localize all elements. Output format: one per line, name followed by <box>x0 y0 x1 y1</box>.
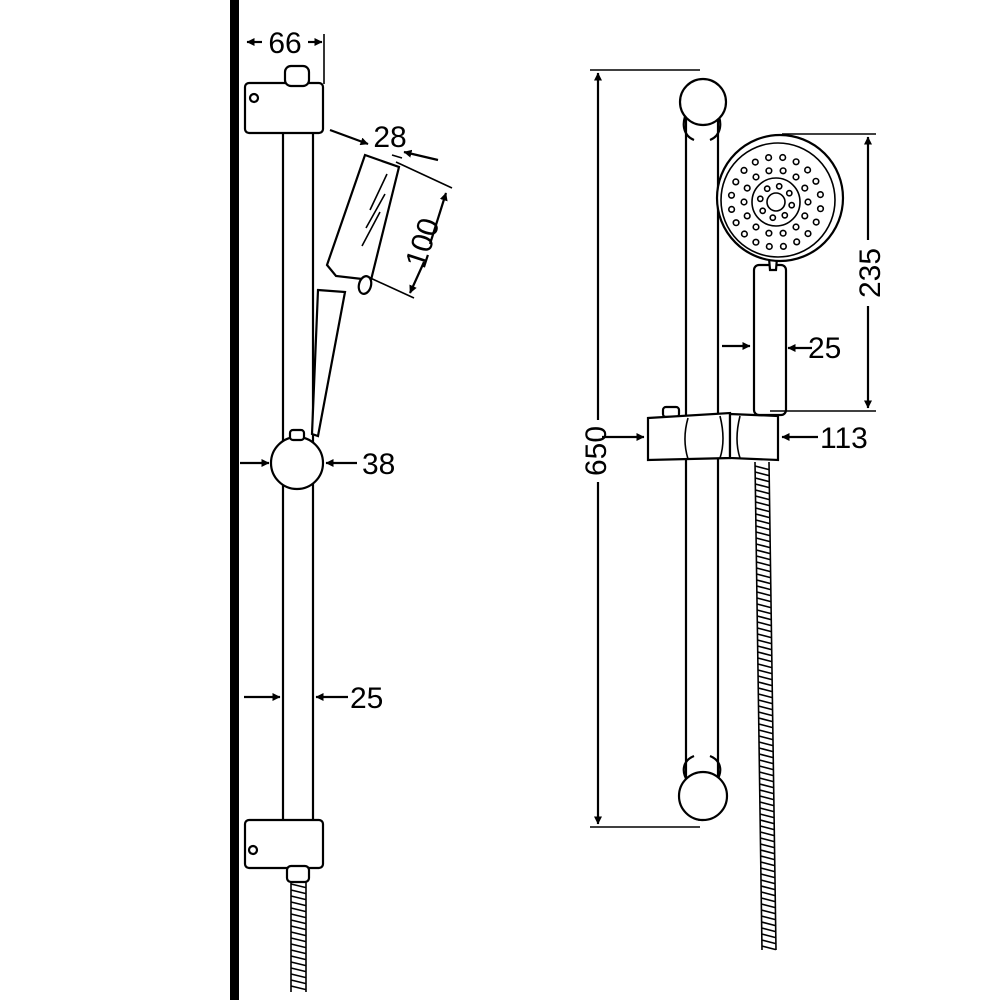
wall-line <box>230 0 239 1000</box>
nozzle-dot <box>740 230 749 238</box>
nozzle-dot <box>788 201 796 209</box>
label-handle-diameter: 25 <box>808 332 841 365</box>
nozzle-dot <box>765 167 773 175</box>
label-handset-head-length: 100 <box>400 214 447 272</box>
label-bracket-depth: 66 <box>268 27 301 60</box>
front-shower-head <box>715 133 845 263</box>
nozzle-dot <box>804 230 812 238</box>
nozzle-dot <box>781 211 789 219</box>
nozzle-dot <box>816 205 825 213</box>
front-slider <box>646 405 780 462</box>
front-bottom-cap <box>677 754 729 822</box>
nozzle-dot <box>779 242 788 250</box>
nozzle-dot <box>732 178 740 186</box>
nozzle-dot <box>779 167 787 175</box>
label-rail-length: 650 <box>580 426 613 476</box>
nozzle-dot <box>793 238 801 246</box>
front-handle <box>752 244 788 417</box>
nozzle-dot <box>751 158 759 166</box>
nozzle-pattern <box>727 153 825 251</box>
side-handset <box>310 153 401 438</box>
front-view: 650 235 25 113 <box>580 69 887 951</box>
nozzle-dot <box>801 184 809 192</box>
nozzle-dot <box>743 184 751 192</box>
side-slider <box>269 428 325 491</box>
nozzle-dot <box>740 198 748 206</box>
nozzle-dot <box>765 229 773 237</box>
nozzle-dot <box>759 207 767 215</box>
side-top-bracket <box>243 64 325 135</box>
nozzle-dot <box>801 212 809 220</box>
nozzle-dot <box>803 166 812 174</box>
nozzle-dot <box>816 191 825 199</box>
nozzle-dot <box>812 218 820 226</box>
nozzle-dot <box>812 177 820 185</box>
nozzle-dot <box>804 198 812 206</box>
nozzle-dot <box>752 238 760 246</box>
dim-slider-projection: 113 <box>602 422 868 455</box>
nozzle-dot <box>764 154 773 162</box>
label-rail-diameter: 25 <box>350 682 383 715</box>
nozzle-dot <box>785 189 793 197</box>
front-hose <box>754 461 777 951</box>
nozzle-dot <box>775 182 783 190</box>
dim-bracket-depth: 66 <box>246 27 325 84</box>
nozzle-dot <box>769 214 777 222</box>
dim-handle-diameter: 25 <box>722 332 841 365</box>
dim-handset-length: 235 <box>770 133 887 412</box>
nozzle-dot <box>740 166 748 174</box>
nozzle-dot <box>792 223 800 231</box>
nozzle-dot <box>792 173 800 181</box>
dim-rail-diameter: 25 <box>244 682 383 715</box>
label-handset-length: 235 <box>854 248 887 298</box>
nozzle-dot <box>727 191 736 199</box>
nozzle-dot <box>756 195 764 203</box>
side-bottom-bracket <box>243 818 325 884</box>
dim-rail-length: 650 <box>580 69 700 828</box>
nozzle-dot <box>752 223 760 231</box>
nozzle-dot <box>763 185 771 193</box>
label-slider-diameter: 38 <box>362 448 395 481</box>
dim-handset-thickness: 28 <box>329 121 439 162</box>
nozzle-dot <box>779 153 787 162</box>
nozzle-dot <box>792 158 800 166</box>
nozzle-dot <box>779 229 787 237</box>
nozzle-dot <box>743 212 751 220</box>
dim-slider-diameter: 38 <box>240 448 395 481</box>
label-handset-thickness: 28 <box>373 121 406 154</box>
front-top-cap <box>678 77 728 142</box>
nozzle-dot <box>765 242 773 251</box>
nozzle-dot <box>752 173 760 181</box>
side-view: 66 28 100 38 25 <box>230 0 453 1000</box>
label-slider-projection: 113 <box>820 422 868 455</box>
nozzle-dot <box>732 219 740 227</box>
side-hose <box>290 880 307 992</box>
nozzle-dot <box>727 205 736 213</box>
